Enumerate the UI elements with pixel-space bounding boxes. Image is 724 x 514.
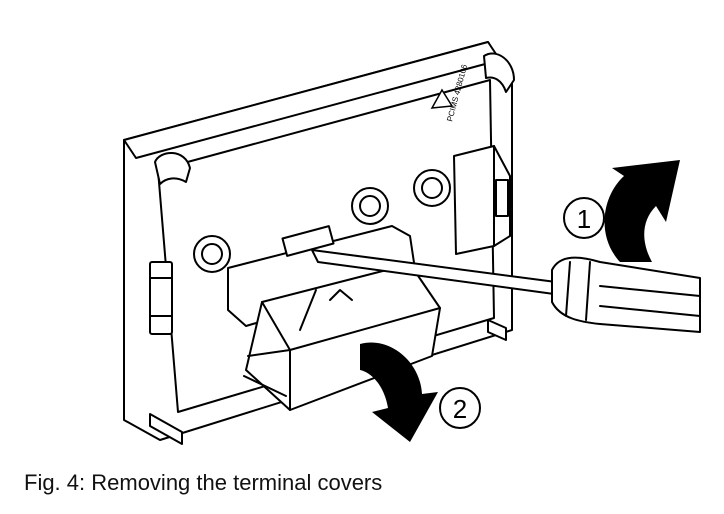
arrow-2-icon [360, 342, 438, 442]
screw-boss-1 [193, 235, 231, 273]
screwdriver-handle [551, 256, 701, 333]
step-2-callout: 2 [439, 387, 481, 429]
step-1-callout: 1 [563, 197, 605, 239]
corner-clip-bottom-right [487, 319, 507, 341]
arrow-1-icon [604, 160, 680, 262]
screw-boss-2 [351, 187, 389, 225]
figure-caption: Fig. 4: Removing the terminal covers [24, 470, 383, 495]
screw-boss-3 [413, 169, 451, 207]
corner-clip-bottom-left [149, 413, 183, 445]
corner-clip-top-right [483, 52, 515, 93]
step-1-label: 1 [577, 204, 591, 234]
step-2-label: 2 [453, 394, 467, 424]
left-latch [149, 261, 173, 335]
corner-clip-top-left [154, 152, 191, 185]
terminal-cover-illustration: 1 2 PCIMS 4280106 [123, 41, 701, 445]
warning-triangle-icon [430, 88, 454, 109]
